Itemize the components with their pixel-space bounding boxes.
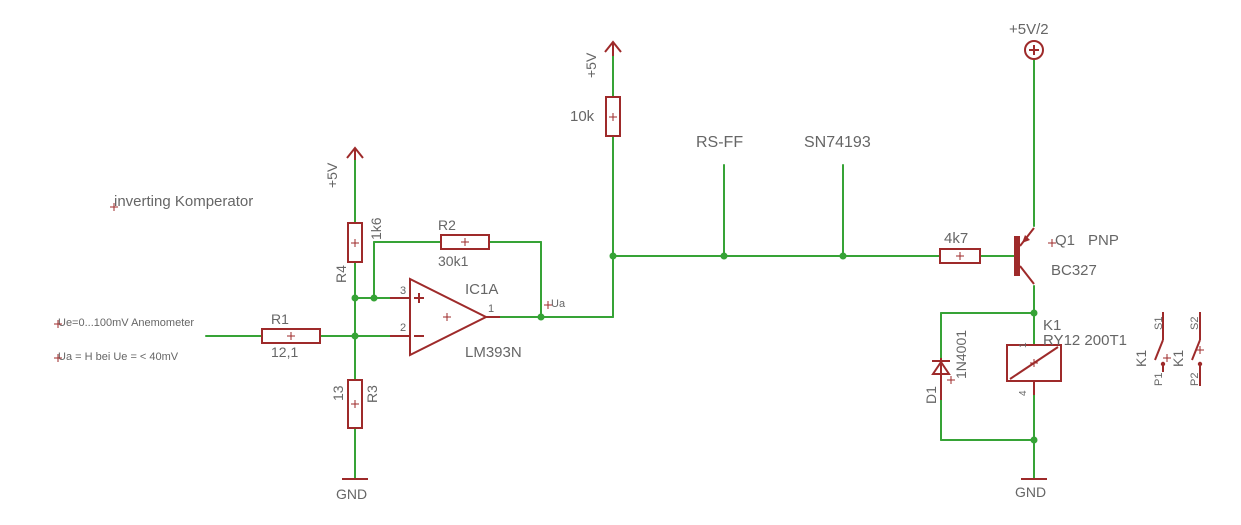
pin-plus-number: 3: [400, 285, 406, 297]
s2-pin: P2: [1189, 373, 1201, 386]
pin-out-number: 1: [488, 303, 494, 315]
r2-value: 30k1: [438, 253, 469, 269]
junction-dot: [351, 294, 359, 302]
s1-name: S1: [1153, 317, 1165, 330]
r4-value: 1k6: [368, 217, 384, 240]
s1-pin: P1: [1153, 373, 1165, 386]
wires: [205, 53, 1035, 479]
transistor-q1: Q1 PNP BC327: [1014, 227, 1119, 285]
supply-label: +5V: [324, 162, 340, 188]
diode-d1: D1 1N4001: [923, 330, 969, 404]
comparator-ic1a: 3 2 1 IC1A LM393N: [390, 277, 522, 361]
junction-dot: [839, 252, 847, 260]
s2-ref: K1: [1170, 350, 1186, 367]
resistor-r2: R2 30k1: [438, 217, 490, 269]
r1-name: R1: [271, 311, 289, 327]
r4-name: R4: [333, 265, 349, 283]
supply-5v-pullup: +5V: [583, 40, 622, 78]
ground-label: GND: [336, 486, 367, 502]
relay-contact-s1: K1 S1 P1: [1133, 312, 1171, 386]
input-note: Ue=0...100mV Anemometer: [58, 317, 194, 329]
d1-value: 1N4001: [953, 330, 969, 379]
ic-name: IC1A: [465, 281, 498, 298]
supply-5v-r4: +5V: [324, 146, 364, 188]
net-label-rsff: RS-FF: [696, 134, 743, 151]
r3-value: 13: [330, 385, 346, 401]
q1-value: BC327: [1051, 262, 1097, 279]
junction-dot: [537, 313, 545, 321]
junctions: [351, 252, 1038, 444]
junction-dot: [1030, 436, 1038, 444]
r1-value: 12,1: [271, 344, 298, 360]
relay-contact-s2: K1 S2 P2: [1170, 312, 1204, 386]
relay-k1: K1 RY12 200T1 1 4: [1006, 317, 1127, 396]
rbase-value: 4k7: [944, 230, 968, 247]
junction-dot: [370, 294, 378, 302]
resistor-4k7: 4k7: [939, 230, 981, 264]
supply-label: +5V: [583, 52, 599, 78]
q1-type: PNP: [1088, 232, 1119, 249]
k1-value: RY12 200T1: [1043, 332, 1127, 349]
resistor-10k: 10k: [570, 96, 621, 137]
net-label-counter: SN74193: [804, 134, 871, 151]
junction-dot: [1030, 309, 1038, 317]
resistor-r3: 13 R3: [330, 379, 380, 429]
supply-5v-half: +5V/2: [1009, 21, 1049, 60]
resistor-r1: R1 12,1: [261, 311, 321, 360]
resistor-r4: R4 1k6: [333, 217, 384, 283]
k1-pin-top: 1: [1018, 342, 1029, 348]
r2-name: R2: [438, 217, 456, 233]
net-label-ua: Ua: [551, 298, 566, 310]
ground-label: GND: [1015, 484, 1046, 500]
junction-dot: [351, 332, 359, 340]
q1-name: Q1: [1055, 232, 1075, 249]
output-note: Ua = H bei Ue = < 40mV: [58, 351, 179, 363]
s1-ref: K1: [1133, 350, 1149, 367]
diagram-title: inverting Komperator: [114, 193, 253, 210]
pin-minus-number: 2: [400, 322, 406, 334]
k1-pin-bottom: 4: [1018, 390, 1029, 396]
ground-relay: GND: [1015, 478, 1047, 500]
pullup-value: 10k: [570, 108, 595, 125]
k1-name: K1: [1043, 317, 1061, 334]
ground-r3: GND: [336, 478, 368, 502]
junction-dot: [720, 252, 728, 260]
r3-name: R3: [364, 385, 380, 403]
junction-dot: [609, 252, 617, 260]
d1-name: D1: [923, 386, 939, 404]
s2-name: S2: [1189, 317, 1201, 330]
ic-value: LM393N: [465, 344, 522, 361]
supply-label: +5V/2: [1009, 21, 1049, 38]
